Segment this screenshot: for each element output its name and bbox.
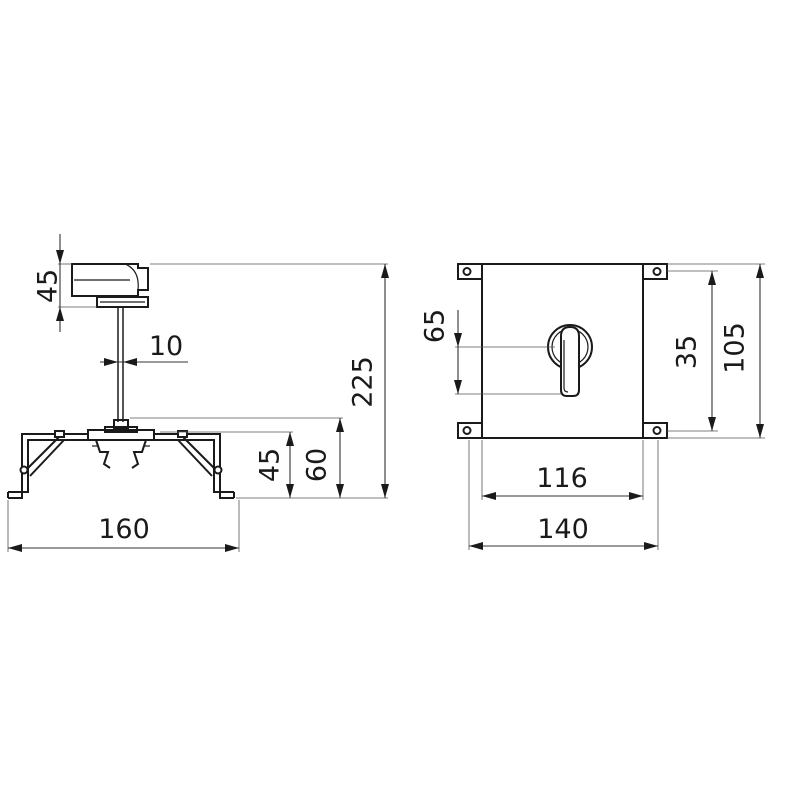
dim-160: 160 [8,514,239,552]
dim-10: 10 [100,331,188,366]
side-extension-lines [7,263,388,552]
dim-60-label: 60 [302,448,333,482]
dim-45-bottom-label: 45 [255,448,286,482]
dim-65-label: 65 [420,309,451,343]
dim-35-label: 35 [672,335,703,369]
front-plate [481,263,644,439]
coupling [87,426,155,469]
mounting-bracket [7,430,235,499]
dim-160-label: 160 [98,514,150,545]
dim-60: 60 [302,418,344,498]
dim-225: 225 [348,264,389,498]
dim-116: 116 [482,463,643,500]
dim-105-label: 105 [720,322,751,374]
side-view: 45 10 225 45 60 [7,234,389,552]
dim-45-top-label: 45 [33,269,64,303]
rotary-knob [547,324,593,397]
dim-10-label: 10 [149,331,183,362]
dim-140: 140 [469,514,658,550]
dim-140-label: 140 [537,514,589,545]
dim-45-bottom: 45 [255,432,294,498]
handle-top [71,263,149,308]
dim-116-label: 116 [536,463,588,494]
dim-225-label: 225 [348,356,379,408]
front-extension-lines [455,263,765,550]
dim-65: 65 [420,309,462,394]
mounting-tabs [457,263,668,439]
front-view: 65 35 105 116 140 [420,263,765,550]
shaft [113,307,129,429]
dim-45-top: 45 [33,234,64,332]
dim-35: 35 [672,271,716,431]
dim-105: 105 [720,264,764,438]
